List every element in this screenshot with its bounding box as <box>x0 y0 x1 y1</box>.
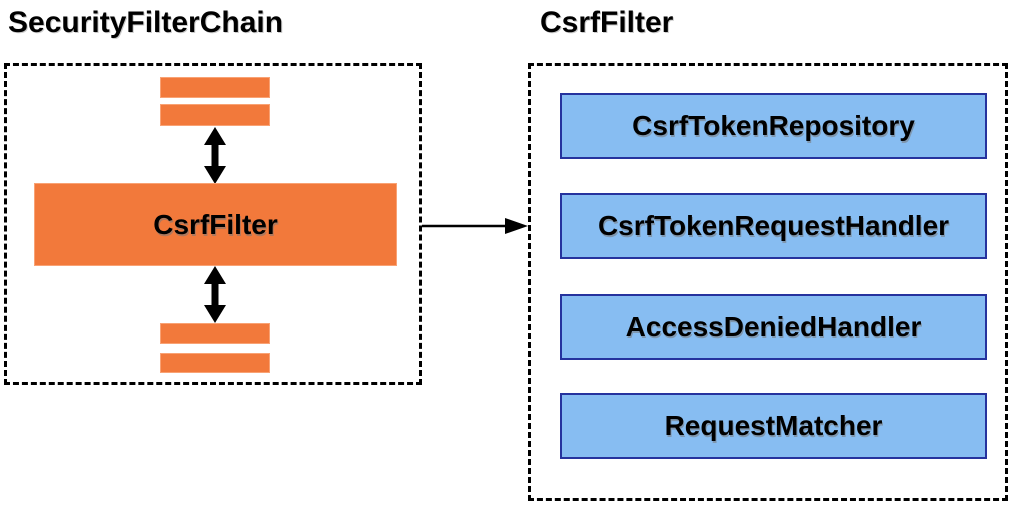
component-label: RequestMatcher <box>664 410 883 441</box>
component-label: CsrfTokenRepository <box>632 110 915 141</box>
security-filter-chain-container <box>4 63 422 385</box>
bidirectional-arrow-top-icon <box>204 127 226 184</box>
csrf-filter-detail-container <box>528 63 1008 501</box>
component-box-request-matcher: RequestMatcher <box>541 393 987 479</box>
bidirectional-arrow-bottom-icon <box>204 266 226 323</box>
csrf-filter-label: CsrfFilter <box>153 208 278 240</box>
filter-bar-top-1 <box>160 77 270 98</box>
filter-bar-bottom-1 <box>160 323 270 344</box>
filter-bar-bottom-2 <box>160 353 270 373</box>
component-box-csrf-token-repository: CsrfTokenRepository <box>541 93 987 179</box>
right-panel-title: CsrfFilter <box>540 6 674 39</box>
component-box-csrf-token-request-handler: CsrfTokenRequestHandler <box>541 193 987 279</box>
filter-bar-top-2 <box>160 104 270 126</box>
left-panel-title: SecurityFilterChain <box>8 6 284 39</box>
component-label: CsrfTokenRequestHandler <box>597 210 950 241</box>
component-label: AccessDeniedHandler <box>625 311 922 342</box>
component-box-access-denied-handler: AccessDeniedHandler <box>541 294 987 380</box>
csrf-filter-box: CsrfFilter <box>14 183 397 287</box>
connector-arrow-icon <box>422 218 528 234</box>
